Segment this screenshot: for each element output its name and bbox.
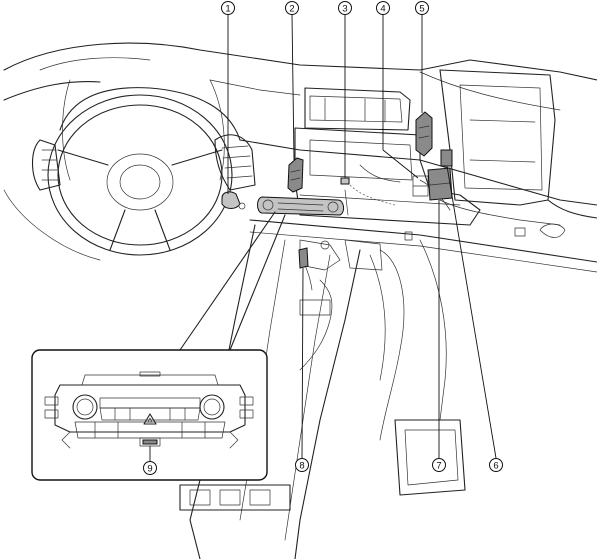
- part-4-bracket: [412, 175, 429, 197]
- callout-label-3: 3: [342, 4, 347, 15]
- callout-label-6: 6: [493, 461, 498, 472]
- part-3-connector: [340, 177, 350, 185]
- right-temperature-knob: [199, 394, 225, 420]
- part-5-actuator: [415, 111, 433, 157]
- callout-label-5: 5: [419, 4, 424, 15]
- part-1-switch: [221, 191, 246, 210]
- callout-4: 4: [376, 1, 419, 179]
- callout-label-9: 9: [147, 464, 152, 475]
- callout-label-7: 7: [436, 461, 441, 472]
- highlighted-parts: [221, 111, 453, 269]
- part-6-relay: [440, 149, 453, 167]
- callout-label-1: 1: [225, 4, 230, 15]
- left-vent: [3, 139, 101, 261]
- steering-wheel: [47, 79, 233, 256]
- meter-hood-vent: [214, 134, 256, 191]
- callout-label-2: 2: [289, 4, 294, 15]
- callout-2: 2: [285, 1, 299, 161]
- center-console: [179, 224, 466, 559]
- hazard-triangle-icon: [143, 413, 157, 425]
- callout-8: 8: [295, 267, 309, 472]
- climate-control-panel-installed: [257, 196, 345, 216]
- inset-climate-panel: [31, 349, 268, 481]
- part-8-sensor: [298, 247, 309, 269]
- callout-3: 3: [338, 1, 352, 178]
- dashboard-outline: [3, 42, 597, 273]
- left-temperature-knob: [72, 394, 98, 420]
- callout-label-8: 8: [299, 461, 304, 472]
- callout-1: 1: [221, 1, 235, 194]
- callout-label-4: 4: [380, 4, 385, 15]
- callout-9: 9: [143, 446, 157, 475]
- callout-7: 7: [432, 200, 446, 472]
- part-2-sensor: [287, 157, 304, 193]
- inset-leader-lines: [179, 211, 286, 351]
- callout-6: 6: [446, 165, 503, 472]
- callout-5: 5: [415, 1, 429, 113]
